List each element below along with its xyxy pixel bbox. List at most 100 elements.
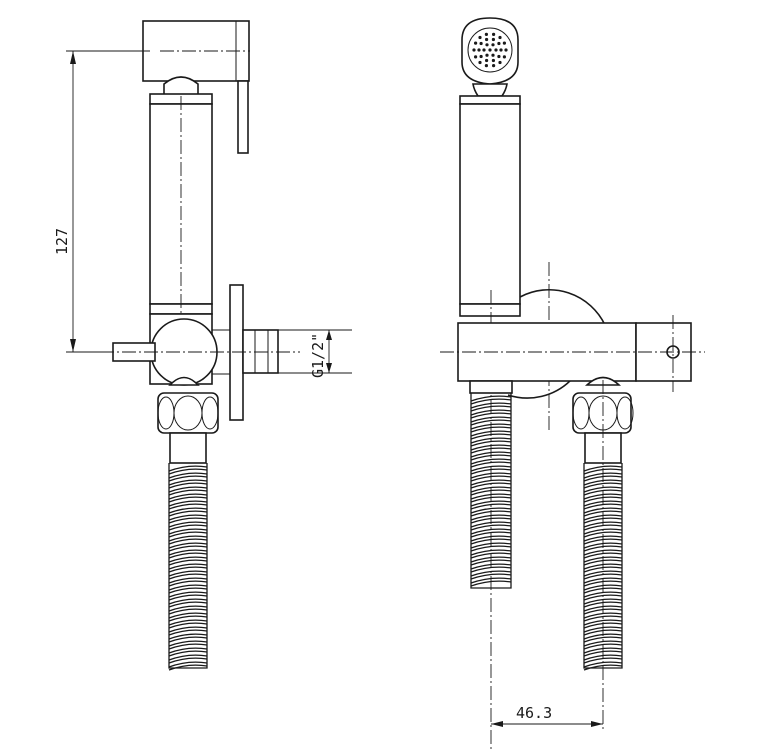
hose-winding (583, 661, 623, 671)
hose-winding (470, 535, 512, 545)
hose-winding (470, 507, 512, 517)
hose-winding (583, 556, 623, 566)
nut-top (168, 376, 200, 386)
nozzle-hole (482, 48, 486, 52)
hose-winding (168, 465, 208, 475)
hose-winding (168, 654, 208, 664)
nozzle-hole (504, 48, 508, 52)
spray-neck (472, 83, 508, 97)
nozzle-hole (474, 41, 478, 45)
nozzle-hole (494, 48, 498, 52)
hose-winding (168, 570, 208, 580)
nozzle-hole (499, 48, 503, 52)
hose-winding (470, 465, 512, 475)
hose-winding (583, 563, 623, 573)
hose-winding (583, 521, 623, 531)
hose-winding (168, 535, 208, 545)
handle-body (149, 103, 213, 305)
hose-winding (470, 577, 512, 587)
hose-winding (583, 647, 623, 657)
hose-winding (470, 472, 512, 482)
nozzle-hole (485, 37, 489, 42)
front-handle-cap-bottom (459, 303, 521, 317)
hose-winding (168, 591, 208, 601)
nozzle-hole (485, 58, 489, 63)
hose-winding (583, 507, 623, 517)
nozzle-hole (488, 48, 492, 52)
hose-winding (470, 395, 512, 405)
hose-winding (583, 486, 623, 496)
hose-winding (168, 633, 208, 643)
hose-winding (168, 493, 208, 503)
front-hose-nut (572, 392, 632, 434)
spacing-label: 46.3 (516, 704, 552, 722)
side-view (100, 20, 300, 671)
hose-front-left (470, 393, 512, 589)
hose-winding (470, 493, 512, 503)
nozzle-hole (474, 55, 478, 59)
hose-winding (168, 647, 208, 657)
height-label: 127 (53, 228, 71, 255)
hose-winding (470, 458, 512, 468)
nozzle-hole (485, 43, 489, 47)
hose-winding (470, 486, 512, 496)
front-handle-body (459, 103, 521, 305)
hose-winding (168, 528, 208, 538)
hose-winding (168, 479, 208, 489)
front-view (440, 17, 705, 752)
hose-winding (168, 577, 208, 587)
thread-dimension: G1/2" (278, 329, 352, 378)
hose-winding (168, 619, 208, 629)
nozzle-hole (502, 41, 506, 45)
front-handle-cap-top (459, 95, 521, 105)
hose-winding (470, 542, 512, 552)
hose-winding (583, 493, 623, 503)
nozzle-hole (478, 60, 482, 65)
hose-winding (470, 500, 512, 510)
hose-winding (470, 451, 512, 461)
hose-nut (157, 392, 219, 434)
nozzle-hole (502, 55, 506, 59)
hose-winding (583, 514, 623, 524)
hose-winding (168, 549, 208, 559)
hose-winding (470, 563, 512, 573)
nozzle-hole (478, 35, 482, 40)
hose-winding (168, 472, 208, 482)
hose-winding (583, 633, 623, 643)
hose-winding (470, 514, 512, 524)
nozzle-hole (492, 32, 496, 37)
nozzle-hole (497, 41, 501, 46)
wall-flange (229, 284, 244, 421)
hose-winding (470, 416, 512, 426)
nozzle-hole (484, 32, 488, 37)
hose-winding (168, 661, 208, 671)
handle-neck (163, 76, 199, 97)
hose-winding (583, 605, 623, 615)
nozzle-hole (497, 54, 501, 59)
holder-wall-plate (237, 80, 249, 154)
hose-ferrule (169, 432, 207, 464)
hose-front-right (583, 463, 623, 671)
hose-winding (470, 570, 512, 580)
nozzle-hole (477, 48, 481, 52)
hose-winding (470, 423, 512, 433)
hose-winding (583, 535, 623, 545)
hose-winding (168, 584, 208, 594)
hose-winding (470, 402, 512, 412)
nozzle-hole (492, 64, 496, 68)
nozzle-hole (491, 53, 495, 57)
nozzle-hole (472, 48, 476, 52)
hose-winding (583, 542, 623, 552)
flange-arc-top (519, 288, 606, 326)
hose-winding (168, 612, 208, 622)
hose-outline (583, 463, 623, 669)
hose-winding (583, 591, 623, 601)
hose-winding (470, 521, 512, 531)
thread-pipe (242, 329, 279, 374)
height-dimension: 127 (53, 50, 150, 353)
hose-winding (168, 626, 208, 636)
hose-winding (168, 640, 208, 650)
nozzle-hole (491, 37, 495, 42)
nozzle-hole (484, 64, 488, 68)
